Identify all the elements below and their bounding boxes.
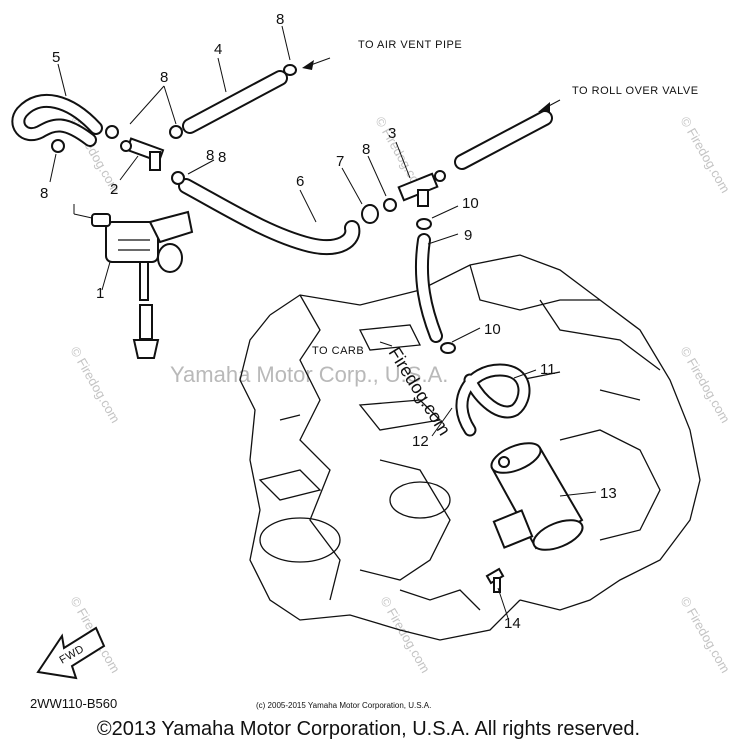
part-13-canister	[490, 442, 584, 551]
footer-copyright: ©2013 Yamaha Motor Corporation, U.S.A. A…	[96, 718, 641, 740]
note-carb: TO CARB	[312, 345, 364, 357]
part-14-bolt	[485, 567, 505, 593]
part-4-hose	[182, 70, 288, 134]
small-copyright: (c) 2005-2015 Yamaha Motor Corporation, …	[256, 701, 431, 710]
part-3-joint	[397, 170, 446, 207]
callout-8: 8	[218, 149, 226, 166]
watermark-firedog: © Firedog.com	[677, 594, 733, 676]
callout-8: 8	[362, 141, 370, 158]
watermark-firedog: © Firedog.com	[677, 114, 733, 196]
part-code: 2WW110-B560	[30, 696, 117, 711]
callout-13: 13	[600, 485, 617, 502]
callout-11: 11	[540, 361, 556, 378]
callout-2: 2	[110, 181, 118, 198]
callout-5: 5	[52, 49, 60, 66]
callout-10: 10	[484, 321, 501, 338]
part-11-hose	[455, 363, 531, 437]
callout-4: 4	[214, 41, 222, 58]
callout-6: 6	[296, 173, 304, 190]
callout-7: 7	[336, 153, 344, 170]
callout-8: 8	[206, 147, 214, 164]
watermark-firedog: © Firedog.com	[377, 594, 433, 676]
callout-labels: 1 2 3 4 5 6 7 8 8 8 8 8 8 9 10 10 11 12 …	[40, 11, 617, 632]
callout-3: 3	[388, 125, 396, 142]
part-7-cap	[361, 204, 379, 224]
callout-14: 14	[504, 615, 521, 632]
callout-8: 8	[276, 11, 284, 28]
callout-9: 9	[464, 227, 472, 244]
note-air-vent: TO AIR VENT PIPE	[358, 39, 462, 51]
callout-12: 12	[412, 433, 429, 450]
watermark-layer: Yamaha Motor Corp., U.S.A. © Firedog.com…	[67, 114, 733, 676]
watermark-firedog: © Firedog.com	[67, 344, 123, 426]
destination-notes: TO AIR VENT PIPE TO ROLL OVER VALVE TO C…	[312, 39, 699, 357]
watermark-firedog-center: Firedog.com	[385, 344, 455, 439]
fwd-arrow: FWD	[36, 626, 106, 680]
callout-1: 1	[96, 285, 104, 302]
watermark-firedog: © Firedog.com	[677, 344, 733, 426]
callout-8: 8	[160, 69, 168, 86]
part-6-hose	[178, 178, 361, 255]
note-roll-over: TO ROLL OVER VALVE	[572, 85, 699, 97]
part-5-hose	[11, 93, 103, 147]
callout-8: 8	[40, 185, 48, 202]
engine-outline	[239, 254, 701, 641]
part-9-hose	[414, 233, 443, 343]
clamps	[51, 64, 456, 354]
part-2-joint	[120, 137, 165, 171]
leader-lines	[49, 25, 597, 619]
watermark-center: Yamaha Motor Corp., U.S.A.	[170, 362, 448, 387]
callout-10: 10	[462, 195, 479, 212]
part-1-valve	[91, 210, 194, 359]
rollover-hose	[454, 110, 553, 170]
